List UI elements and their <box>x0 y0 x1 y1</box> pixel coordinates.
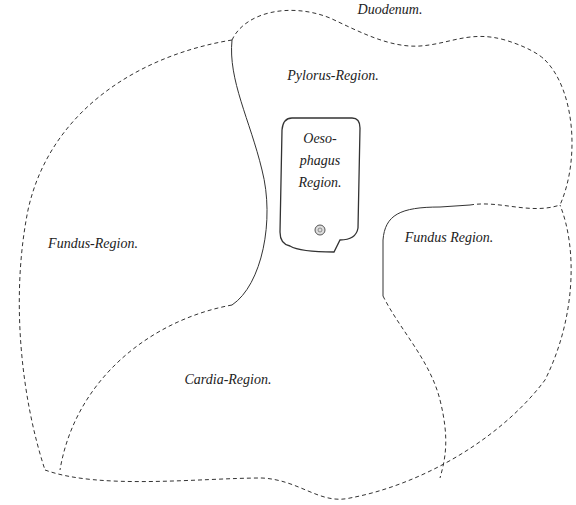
oesophagus-opening <box>315 225 325 235</box>
oesophagus-boundary <box>280 118 360 252</box>
outer-boundary <box>19 40 232 470</box>
region-name: Fundus-Region. <box>48 236 138 253</box>
region-name: Pylorus-Region. <box>287 68 378 85</box>
pylorus-boundary <box>470 204 560 209</box>
outer-boundary <box>45 205 571 499</box>
pylorus-boundary <box>232 40 268 305</box>
cardia-boundary <box>60 305 232 470</box>
fundus-region: Fundus Region. <box>405 230 494 247</box>
cardia-region: Cardia-Region. <box>185 372 272 389</box>
duodenum-boundary <box>232 10 545 60</box>
cardia-boundary <box>383 296 446 478</box>
region-name: Oeso- phagus Region. <box>298 128 341 194</box>
pylorus-region: Pylorus-Region. <box>287 68 378 85</box>
outer-boundary <box>545 60 572 205</box>
region-name: Cardia-Region. <box>185 372 272 389</box>
oesophagus-opening <box>318 228 322 232</box>
oesophagus-region: Oeso- phagus Region. <box>298 128 341 194</box>
fundus-boundary <box>383 205 470 296</box>
fundus-region: Fundus-Region. <box>48 236 138 253</box>
region-name: Fundus Region. <box>405 230 494 247</box>
duodenum-label: Duodenum. <box>358 2 423 19</box>
